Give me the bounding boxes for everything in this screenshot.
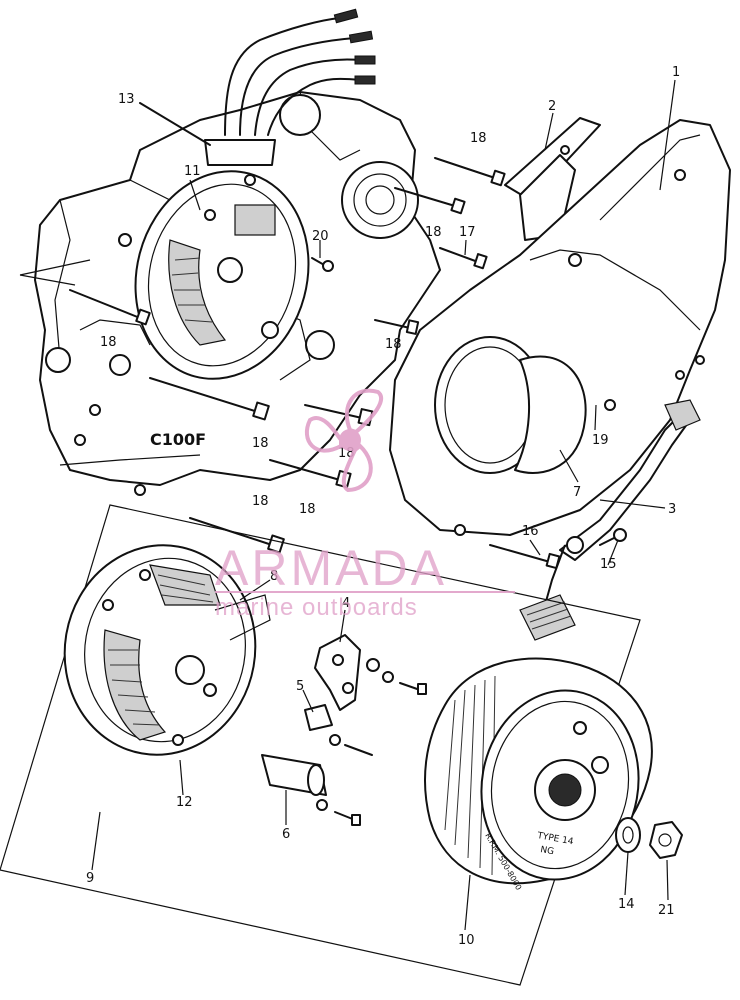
propeller-logo: [304, 388, 384, 493]
callout-18-e: 18: [252, 436, 269, 451]
callout-18-g: 18: [299, 502, 316, 517]
callout-19: 19: [592, 433, 609, 448]
callout-16: 16: [522, 524, 539, 539]
callout-11: 11: [184, 164, 201, 179]
left-side-cover: [389, 119, 731, 536]
callout-7: 7: [573, 485, 581, 500]
callout-2: 2: [548, 99, 556, 114]
callout-8: 8: [270, 569, 278, 584]
watermark: ARMADA marine outboards: [215, 388, 515, 621]
callout-9: 9: [86, 871, 94, 886]
callout-5: 5: [296, 679, 304, 694]
callout-12: 12: [176, 795, 193, 810]
callout-15: 15: [600, 557, 617, 572]
callout-labels: 1 2 3 4 5 6 7 8 9 10 11 12 13 14 15 16 1…: [86, 65, 680, 948]
callout-6: 6: [282, 827, 290, 842]
exploded-group-box: [0, 504, 641, 986]
washer-and-nut: [615, 817, 683, 859]
callout-14: 14: [618, 897, 635, 912]
rotor-ng-marking: NG: [539, 845, 554, 857]
stator-assembly-installed: [134, 170, 310, 380]
callout-21: 21: [658, 903, 675, 918]
callout-18-c: 18: [100, 335, 117, 350]
leader-lines: [19, 79, 676, 931]
callout-18-a: 18: [470, 131, 487, 146]
crankcase: C100F: [34, 91, 441, 496]
contact-breaker-parts: [261, 634, 427, 826]
flywheel-rotor: TYPE 14 NG R.P.M. 500-8000: [424, 657, 653, 892]
wiring-harness: [139, 8, 376, 166]
callout-18-d: 18: [385, 337, 402, 352]
gear-change-pedal: [519, 399, 701, 641]
callout-1: 1: [672, 65, 680, 80]
stator-base-plate: [63, 544, 271, 756]
callout-10: 10: [458, 933, 475, 948]
engine-model-marking: C100F: [150, 430, 206, 449]
callout-20: 20: [312, 229, 329, 244]
callout-18-h: 18: [252, 494, 269, 509]
callout-13: 13: [118, 92, 135, 107]
callout-4: 4: [342, 596, 350, 611]
callout-17: 17: [459, 225, 476, 240]
callout-3: 3: [668, 502, 676, 517]
callout-18-b: 18: [425, 225, 442, 240]
watermark-brand: ARMADA: [215, 540, 447, 596]
watermark-tagline: marine outboards: [215, 594, 418, 621]
